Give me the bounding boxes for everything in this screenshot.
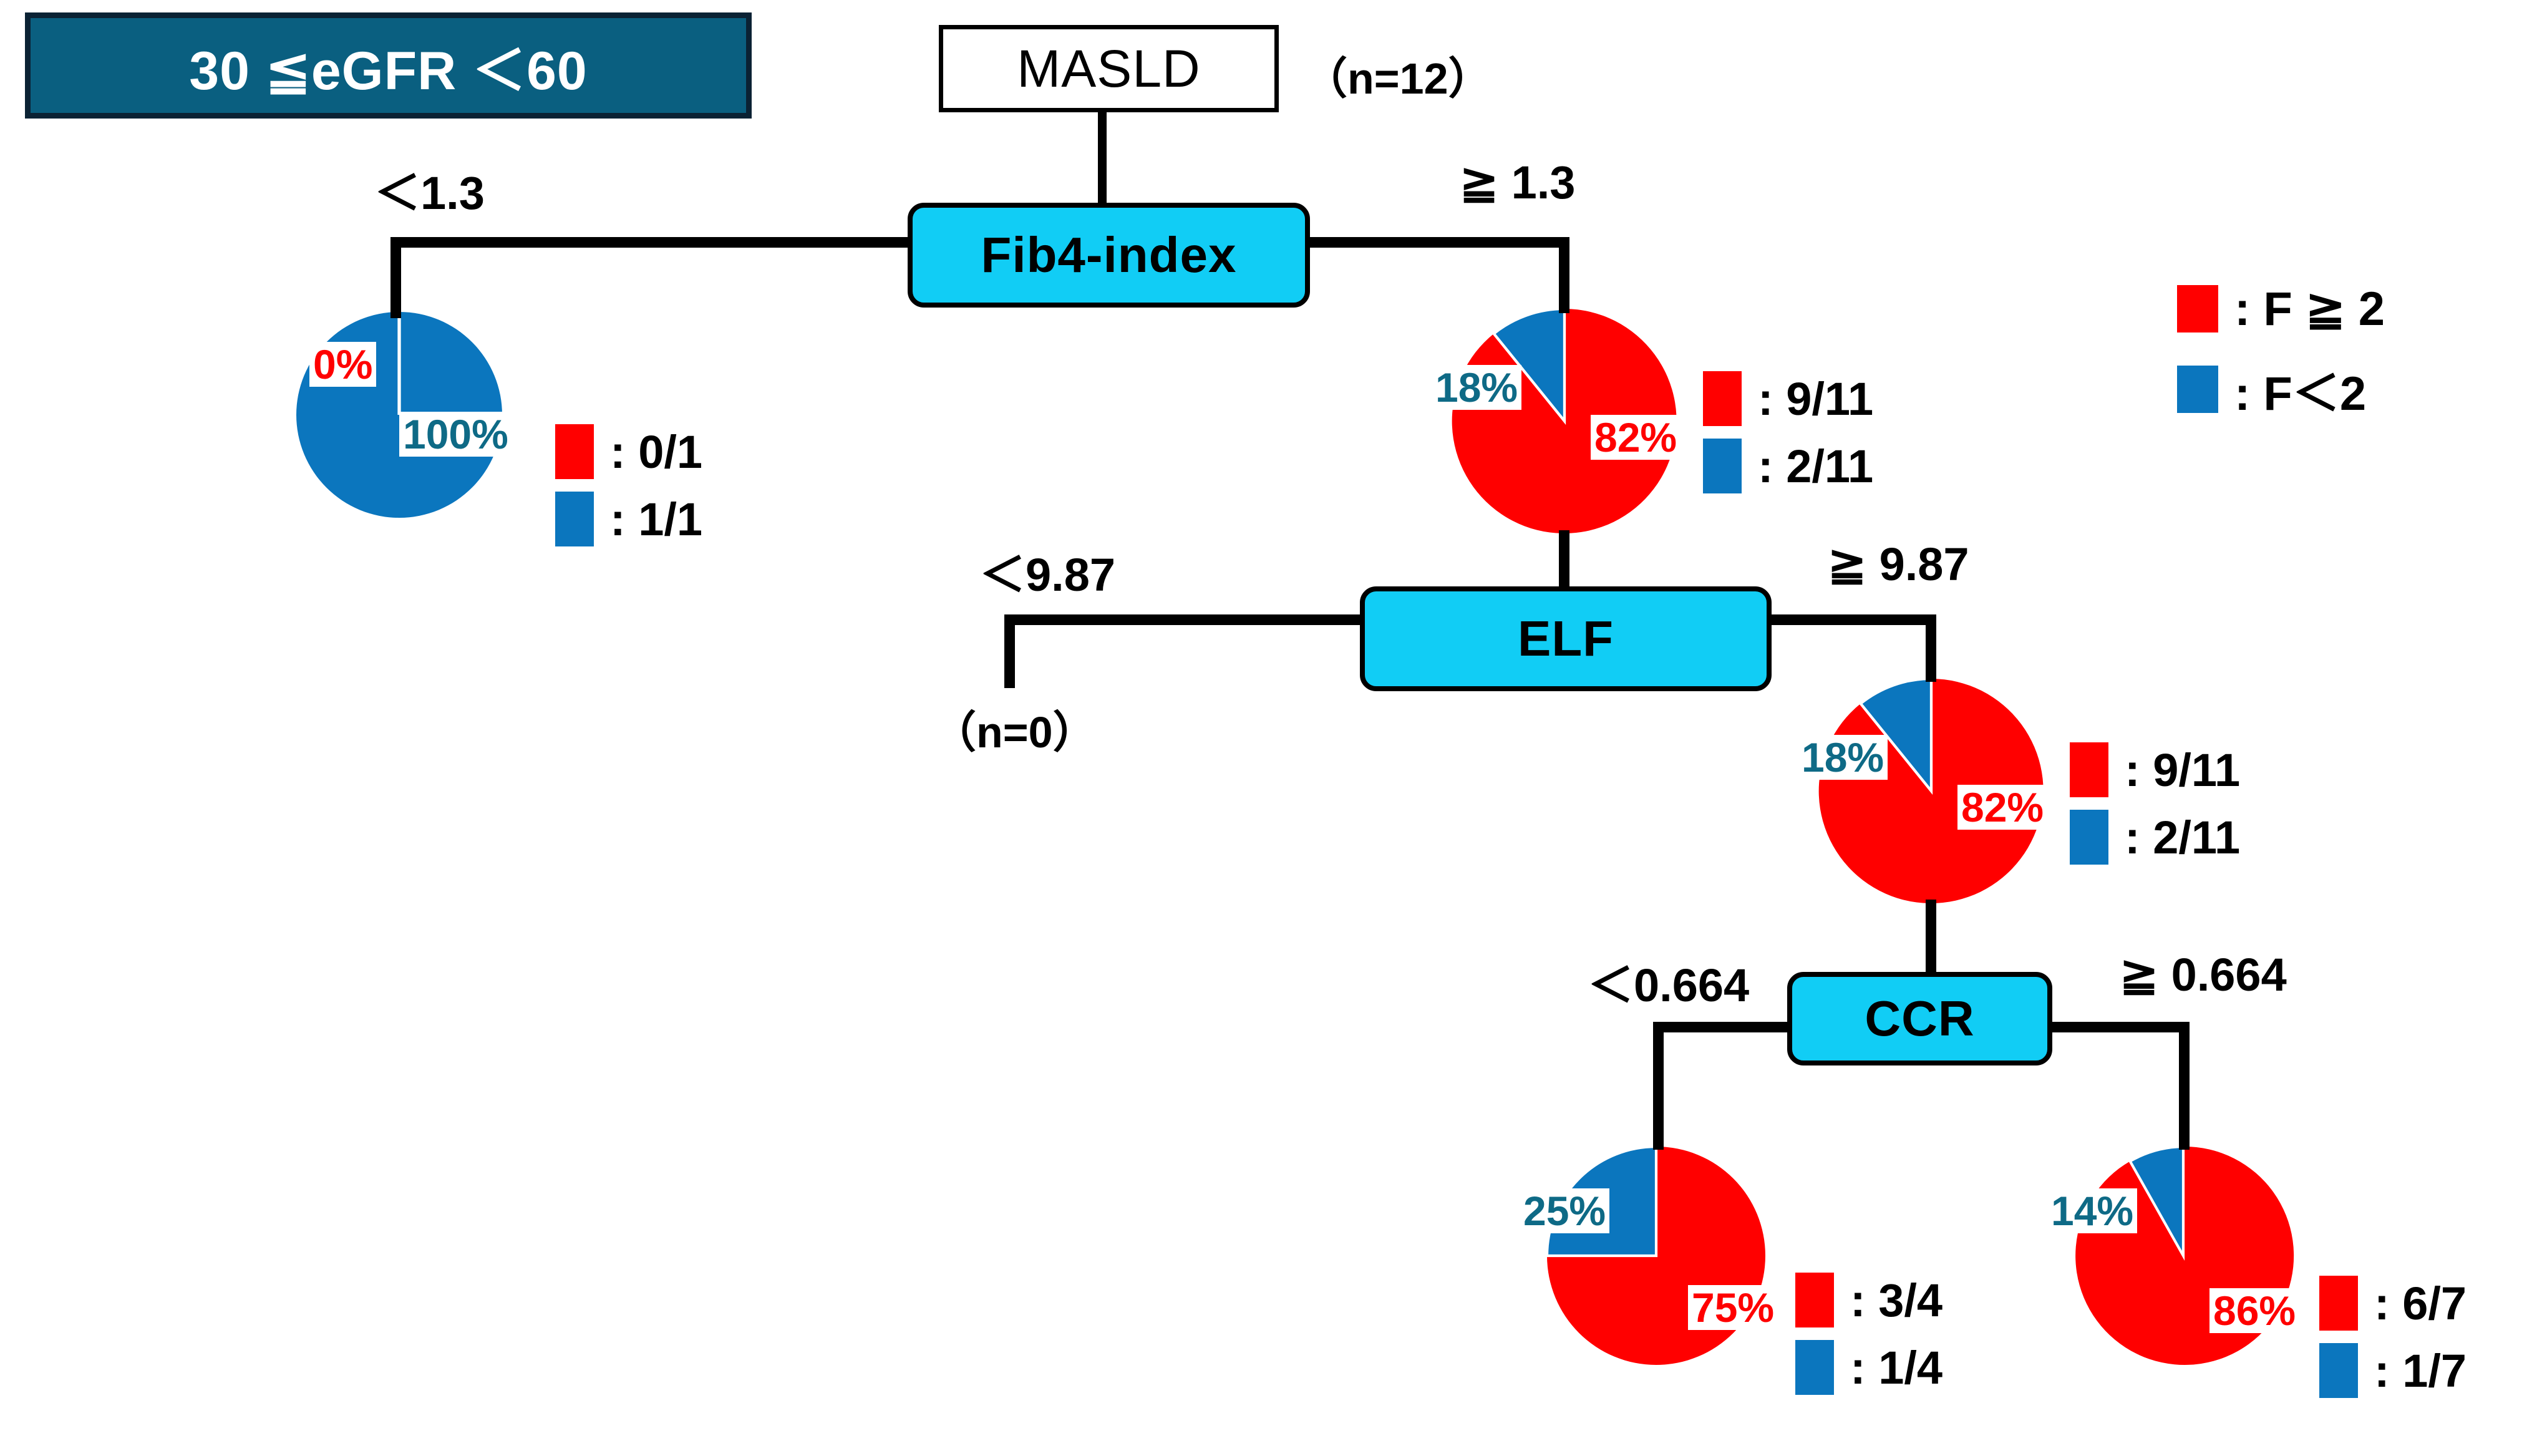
edge-fib4-right-horizontal: [1306, 237, 1569, 248]
legend-row: : 3/4: [1795, 1273, 1943, 1327]
legend-row: : 9/11: [2070, 742, 2240, 797]
pie-ccr-low-svg: [1545, 1145, 1765, 1365]
legend-swatch-red-icon: [2070, 742, 2108, 797]
edge-ccr-left-horizontal: [1653, 1022, 1797, 1032]
pie-ccr-low-value-blue: 25%: [1520, 1188, 1610, 1233]
branch-label-fib4-left: ＜1.3: [374, 167, 485, 219]
edge-ccr-left-vertical: [1653, 1022, 1664, 1150]
legend-label-red: : 6/7: [2374, 1277, 2467, 1329]
edge-elfhigh-to-ccr: [1926, 900, 1936, 979]
legend-pie-fib4-low: : 0/1 : 1/1: [555, 424, 702, 559]
legend-row: : F ≧ 2: [2177, 281, 2385, 336]
masld-count-label: （n=12）: [1304, 54, 1492, 103]
masld-label: MASLD: [1017, 39, 1201, 98]
pie-fib4-high-svg: [1452, 307, 1677, 533]
legend-row: : 1/1: [555, 492, 702, 546]
branch-label-elf-right: ≧ 9.87: [1828, 538, 1969, 590]
legend-swatch-blue-icon: [1703, 439, 1742, 493]
legend-row: : F＜2: [2177, 355, 2385, 424]
edge-elf-right-vertical: [1926, 614, 1936, 682]
node-fib4-index[interactable]: Fib4-index: [908, 203, 1310, 308]
legend-swatch-red-icon: [1703, 371, 1742, 426]
edge-elf-right-horizontal: [1768, 614, 1936, 625]
legend-label-f-ge-2: : F ≧ 2: [2234, 283, 2385, 336]
legend-swatch-red-icon: [555, 424, 594, 479]
legend-row: : 1/4: [1795, 1340, 1943, 1395]
egfr-range-label: 30 ≦eGFR ＜60: [189, 41, 588, 101]
legend-swatch-blue-icon: [2319, 1343, 2358, 1398]
pie-elf-high: [1818, 677, 2044, 903]
pie-ccr-low: [1545, 1145, 1765, 1365]
pie-fib4-high: [1452, 307, 1677, 533]
legend-pie-elf-high: : 9/11 : 2/11: [2070, 742, 2240, 877]
legend-label-blue: : 2/11: [1758, 440, 1874, 492]
node-elf-label: ELF: [1517, 611, 1614, 666]
pie-ccr-high-value-red: 86%: [2209, 1288, 2300, 1333]
edge-elf-left-vertical: [1004, 614, 1015, 688]
node-fib4-label: Fib4-index: [981, 227, 1237, 283]
pie-elf-high-value-red: 82%: [1957, 785, 2048, 830]
elf-left-count-label: （n=0）: [933, 708, 1097, 757]
legend-fibrosis-stage: : F ≧ 2 : F＜2: [2177, 281, 2385, 442]
masld-root-node: MASLD: [939, 25, 1279, 112]
pie-fib4-high-value-blue: 18%: [1432, 365, 1522, 410]
pie-fib4-low-value-red: 0%: [309, 342, 377, 387]
legend-swatch-red-icon: [1795, 1273, 1834, 1327]
edge-fib4-right-vertical: [1559, 237, 1569, 313]
pie-fib4-low-value-blue: 100%: [399, 412, 512, 457]
legend-label-blue: : 1/7: [2374, 1344, 2467, 1397]
legend-label-blue: : 1/4: [1850, 1341, 1943, 1394]
branch-label-ccr-right: ≧ 0.664: [2120, 949, 2287, 1001]
egfr-range-banner: 30 ≦eGFR ＜60: [25, 12, 752, 119]
legend-swatch-blue-icon: [555, 492, 594, 546]
legend-pie-ccr-high: : 6/7 : 1/7: [2319, 1276, 2466, 1410]
legend-row: : 0/1: [555, 424, 702, 479]
pie-ccr-low-value-red: 75%: [1688, 1285, 1778, 1330]
legend-row: : 2/11: [1703, 439, 1873, 493]
legend-row: : 2/11: [2070, 810, 2240, 865]
legend-label-blue: : 2/11: [2125, 811, 2241, 863]
pie-fib4-high-value-red: 82%: [1591, 415, 1681, 460]
edge-ccr-right-horizontal: [2047, 1022, 2190, 1032]
legend-swatch-red-icon: [2177, 284, 2218, 332]
legend-swatch-red-icon: [2319, 1276, 2358, 1331]
legend-label-red: : 9/11: [2125, 744, 2241, 796]
legend-row: : 9/11: [1703, 371, 1873, 426]
node-elf[interactable]: ELF: [1360, 586, 1772, 691]
legend-label-red: : 0/1: [610, 425, 703, 478]
branch-label-elf-left: ＜9.87: [979, 549, 1116, 601]
pie-elf-high-value-blue: 18%: [1798, 735, 1888, 780]
legend-swatch-blue-icon: [2177, 366, 2218, 413]
legend-row: : 6/7: [2319, 1276, 2466, 1331]
branch-label-fib4-right: ≧ 1.3: [1460, 157, 1576, 208]
legend-row: : 1/7: [2319, 1343, 2466, 1398]
legend-swatch-blue-icon: [1795, 1340, 1834, 1395]
legend-pie-ccr-low: : 3/4 : 1/4: [1795, 1273, 1943, 1407]
node-ccr[interactable]: CCR: [1787, 972, 2052, 1065]
edge-masld-to-fib4: [1098, 111, 1107, 206]
pie-ccr-high-value-blue: 14%: [2047, 1188, 2138, 1233]
branch-label-ccr-left: ＜0.664: [1588, 959, 1750, 1011]
legend-label-f-lt-2: : F＜2: [2234, 367, 2367, 420]
edge-ccr-right-vertical: [2179, 1022, 2190, 1150]
edge-fib4-left-horizontal: [390, 237, 911, 248]
edge-fib4-left-vertical: [390, 237, 401, 318]
legend-label-red: : 9/11: [1758, 372, 1874, 425]
edge-elf-left-horizontal: [1004, 614, 1366, 625]
node-ccr-label: CCR: [1865, 991, 1975, 1046]
legend-label-red: : 3/4: [1850, 1274, 1943, 1326]
pie-elf-high-svg: [1818, 677, 2044, 903]
legend-swatch-blue-icon: [2070, 810, 2108, 865]
legend-pie-fib4-high: : 9/11 : 2/11: [1703, 371, 1873, 506]
legend-label-blue: : 1/1: [610, 493, 703, 545]
